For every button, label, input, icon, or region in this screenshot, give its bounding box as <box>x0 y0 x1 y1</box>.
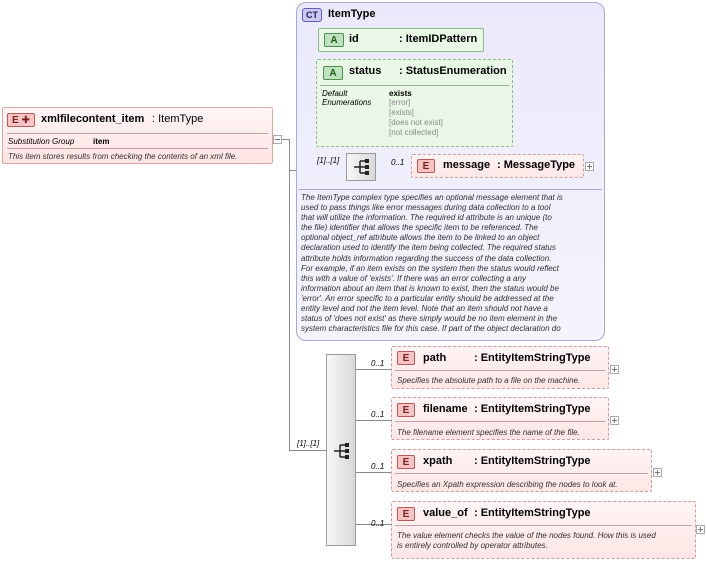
expand-icon[interactable] <box>696 525 705 534</box>
value-of-name: value_of <box>423 507 468 519</box>
filename-divider <box>395 421 605 422</box>
attribute-status-name: status <box>349 65 382 77</box>
connector-child-path <box>356 369 391 370</box>
sequence-box[interactable] <box>326 354 356 546</box>
expand-icon[interactable] <box>610 365 619 374</box>
message-name: message <box>443 159 491 171</box>
path-type: : EntityItemStringType <box>474 352 591 364</box>
element-badge-icon: E <box>397 507 415 521</box>
connector-child-value-of <box>356 524 391 525</box>
element-badge-icon: E <box>397 455 415 469</box>
attribute-status-box[interactable]: A status : StatusEnumeration Default Enu… <box>316 59 513 147</box>
value-of-documentation: The value element checks the value of th… <box>397 531 656 540</box>
root-element-box[interactable]: E✚ xmlfilecontent_item : ItemType Substi… <box>2 107 273 164</box>
filename-documentation: The filename element specifies the name … <box>397 428 580 437</box>
xpath-cardinality: 0..1 <box>371 462 385 471</box>
ct-doc-line: entity level and not the item level. Not… <box>301 304 548 314</box>
attribute-id-name: id <box>349 33 359 45</box>
ct-doc-divider <box>299 189 602 190</box>
substitution-group-label: Substitution Group <box>8 137 75 146</box>
attribute-badge-icon: A <box>324 33 344 47</box>
xpath-type: : EntityItemStringType <box>474 455 591 467</box>
message-element-box[interactable]: E message : MessageType <box>411 154 584 178</box>
root-element-name: xmlfilecontent_item <box>41 113 145 125</box>
ct-doc-line: For example, if an item exists on the sy… <box>301 263 559 273</box>
ct-doc-line: attribute holds information regarding th… <box>301 253 552 263</box>
element-badge-icon: E <box>397 351 415 365</box>
default-value: exists <box>389 89 412 98</box>
xpath-documentation: Specifies an Xpath expression describing… <box>397 480 618 489</box>
path-name: path <box>423 352 447 364</box>
ct-doc-line: status of 'does not exist' as there simp… <box>301 314 558 324</box>
collapse-toggle-icon[interactable] <box>273 135 282 144</box>
message-type: : MessageType <box>497 159 576 171</box>
root-divider <box>7 133 268 134</box>
message-cardinality: 0..1 <box>391 158 405 167</box>
ct-doc-line: the file) identifier that allows the spe… <box>301 223 539 233</box>
ct-doc-line: 'error'. An error specific to a particul… <box>301 293 554 303</box>
filename-type: : EntityItemStringType <box>474 403 591 415</box>
root-divider-2 <box>7 148 268 149</box>
ct-doc-line: system characteristics file for this cas… <box>301 324 561 334</box>
path-divider <box>395 370 605 371</box>
attribute-id-type: : ItemIDPattern <box>399 33 478 45</box>
ct-sequence-box[interactable] <box>346 153 376 181</box>
sequence-icon <box>354 159 369 175</box>
filename-cardinality: 0..1 <box>371 410 385 419</box>
xpath-name: xpath <box>423 455 453 467</box>
element-badge-icon: E <box>417 159 435 173</box>
substitution-group-value: item <box>93 137 110 146</box>
root-element-type: : ItemType <box>152 113 204 125</box>
ct-doc-line: used to pass things like error messages … <box>301 203 551 213</box>
connector-child-xpath <box>356 472 391 473</box>
ct-doc-line: The ItemType complex type specifies an o… <box>301 193 563 202</box>
xpath-divider <box>395 473 648 474</box>
expand-icon[interactable] <box>610 416 619 425</box>
ct-sequence-cardinality: [1]..[1] <box>317 156 340 165</box>
sequence-cardinality: [1]..[1] <box>297 439 320 448</box>
value-of-documentation: is entirely controlled by operator attri… <box>397 541 548 550</box>
connector-trunk <box>289 139 290 450</box>
attribute-id-box[interactable]: A id : ItemIDPattern <box>318 28 484 52</box>
filename-element-box[interactable]: E filename : EntityItemStringType The fi… <box>391 397 609 440</box>
connector-child-filename <box>356 420 391 421</box>
enumeration-value: [does not exist] <box>389 118 443 127</box>
enumeration-value: [exists] <box>389 108 414 117</box>
enumeration-value: [error] <box>389 98 411 107</box>
element-badge-icon: E <box>397 403 415 417</box>
value-of-type: : EntityItemStringType <box>474 507 591 519</box>
path-element-box[interactable]: E path : EntityItemStringType Specifies … <box>391 346 609 389</box>
value-of-divider <box>395 525 692 526</box>
ct-doc-line: optional object_ref attribute allows the… <box>301 233 540 243</box>
root-documentation: This item stores results from checking t… <box>8 152 238 161</box>
ct-doc-line: declaration used to identify the item be… <box>301 243 556 253</box>
attribute-status-type: : StatusEnumeration <box>399 65 507 77</box>
expand-icon[interactable] <box>585 162 594 171</box>
default-label: Default <box>322 89 348 98</box>
ct-doc-line: this with a value of 'exists'. If there … <box>301 273 526 283</box>
ct-doc-line: information about an item that is known … <box>301 283 559 293</box>
connector-trunk-to-ct <box>289 170 296 171</box>
value-of-cardinality: 0..1 <box>371 519 385 528</box>
enumeration-value: [not collected] <box>389 128 439 137</box>
complex-type-documentation: The ItemType complex type specifies an o… <box>301 193 603 334</box>
ct-doc-line: that will utilize the information. The r… <box>301 213 552 223</box>
sequence-icon <box>334 443 349 459</box>
attribute-badge-icon: A <box>323 66 343 80</box>
complex-type-name: ItemType <box>328 8 376 20</box>
filename-name: filename <box>423 403 468 415</box>
status-divider <box>320 85 509 86</box>
enumerations-label: Enumerations <box>322 98 372 107</box>
complex-type-badge-icon: CT <box>302 8 322 22</box>
value-of-element-box[interactable]: E value_of : EntityItemStringType The va… <box>391 501 696 559</box>
path-documentation: Specifies the absolute path to a file on… <box>397 376 581 385</box>
path-cardinality: 0..1 <box>371 359 385 368</box>
element-badge-icon: E✚ <box>7 113 35 127</box>
xpath-element-box[interactable]: E xpath : EntityItemStringType Specifies… <box>391 449 652 492</box>
expand-icon[interactable] <box>653 468 662 477</box>
connector-trunk-to-sequence <box>289 450 326 451</box>
